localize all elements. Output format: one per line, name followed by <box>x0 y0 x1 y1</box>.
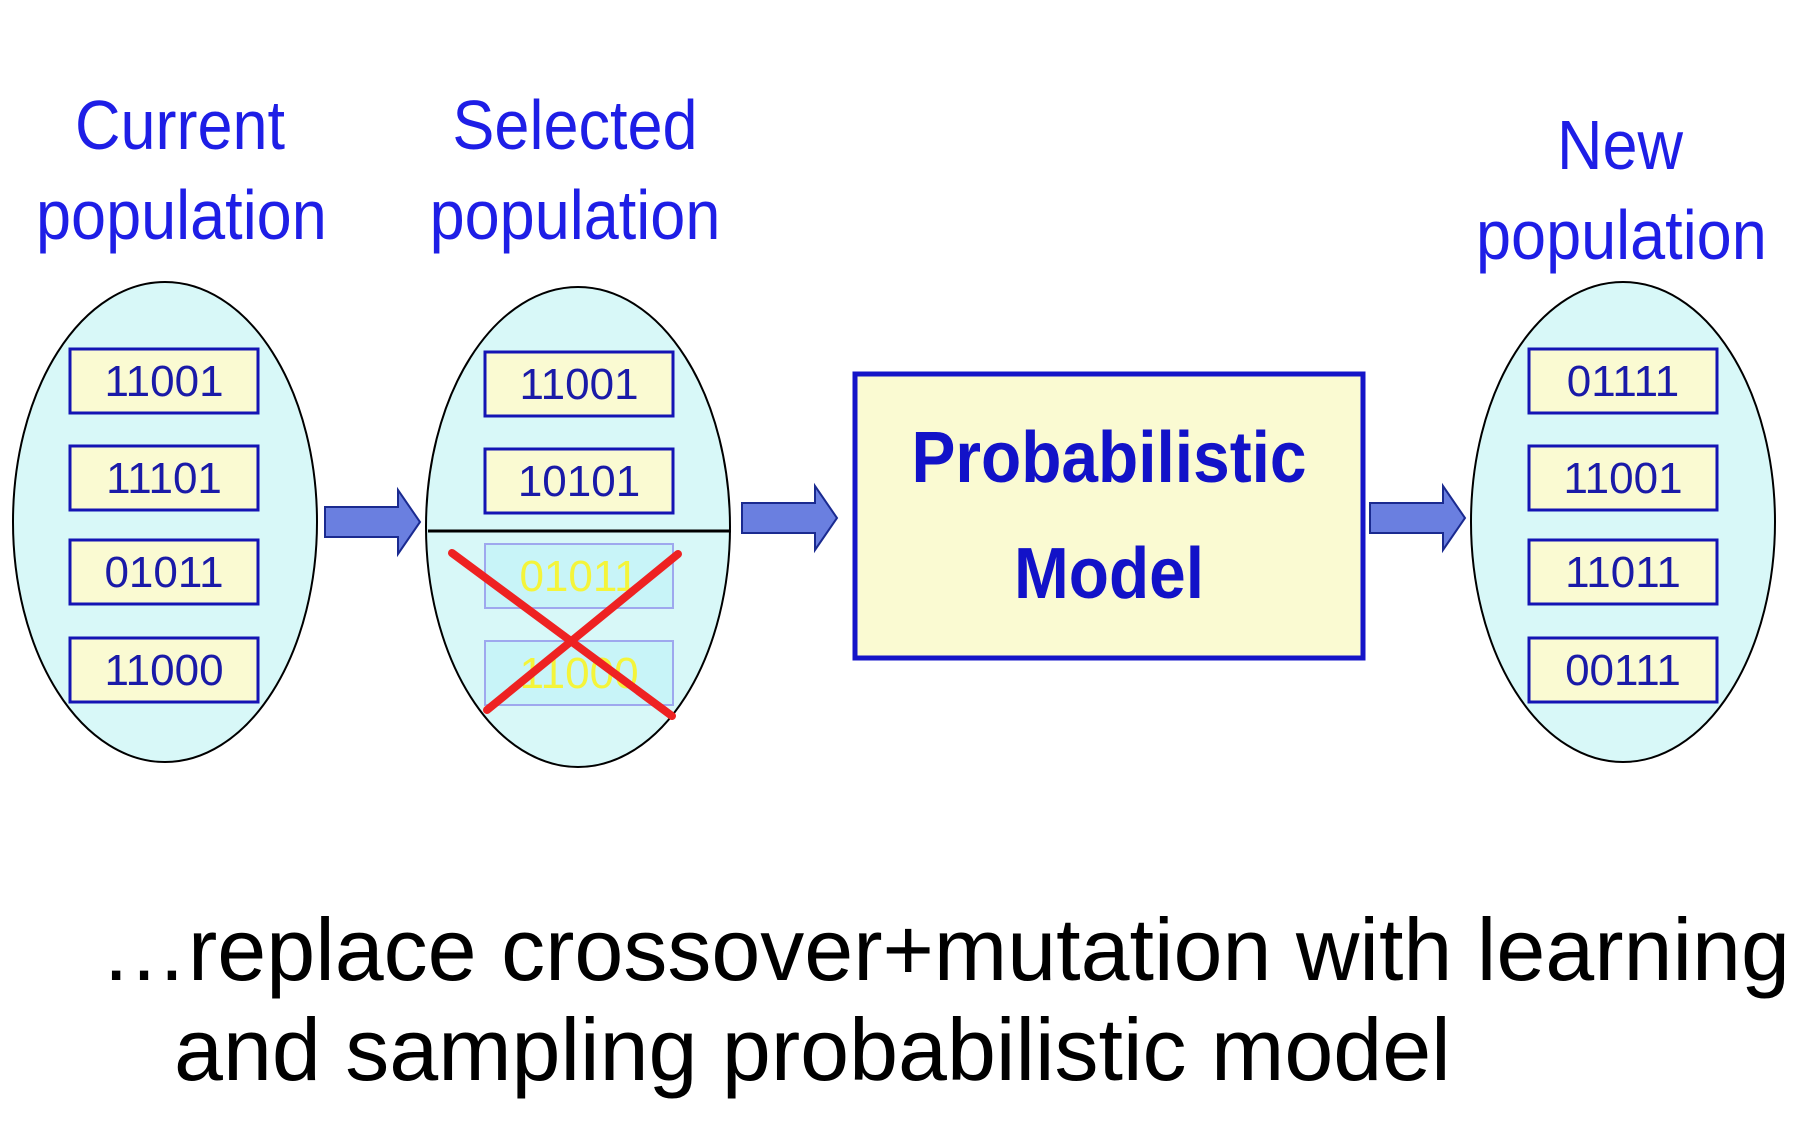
population-cell: 00111 <box>1527 636 1719 704</box>
probabilistic-model-box <box>852 371 1366 661</box>
cell-box <box>1527 444 1719 512</box>
population-cell: 11001 <box>483 350 675 418</box>
arrow-current-to-selected <box>324 486 422 558</box>
caption-line2: and sampling probabilistic model <box>174 1000 1451 1099</box>
population-cell: 11000 <box>484 640 674 706</box>
heading-current-line2: population <box>36 176 327 254</box>
cell-value: 11001 <box>1563 454 1682 503</box>
cell-box <box>1527 347 1719 415</box>
population-cell: 11011 <box>1527 538 1719 606</box>
cell-box <box>1527 636 1719 704</box>
discarded-cross-icon <box>448 549 682 720</box>
cell-value: 11001 <box>519 360 638 409</box>
population-cell: 11001 <box>68 347 260 415</box>
selected-population-cells: 11001 10101 01011 11000 <box>483 350 675 706</box>
population-cell: 01011 <box>68 538 260 606</box>
population-cell: 11000 <box>68 636 260 704</box>
population-cell: 11101 <box>68 444 260 512</box>
cell-box <box>68 538 260 606</box>
cell-value: 01011 <box>519 552 638 601</box>
current-population-cells: 11001 11101 01011 11000 <box>68 347 260 704</box>
cell-box <box>483 447 675 515</box>
arrow-model-to-new <box>1369 482 1467 554</box>
heading-selected-line1: Selected <box>452 86 698 164</box>
heading-selected-line2: population <box>429 176 721 254</box>
caption-line1: …replace crossover+mutation with learnin… <box>100 900 1790 999</box>
cell-value: 11001 <box>104 357 223 406</box>
arrow-selected-to-model <box>741 482 839 554</box>
cell-box <box>483 350 675 418</box>
cell-box <box>68 347 260 415</box>
cell-box <box>1527 538 1719 606</box>
cell-value: 11101 <box>106 454 222 503</box>
model-label-line1: Probabilistic <box>912 418 1307 498</box>
cell-value: 01111 <box>1567 357 1680 406</box>
cell-box <box>68 444 260 512</box>
new-population-cells: 01111 11001 11011 00111 <box>1527 347 1719 704</box>
heading-current-population: Current population <box>36 80 327 260</box>
heading-selected-population: Selected population <box>427 80 724 260</box>
cell-value: 10101 <box>518 457 640 506</box>
cell-value: 00111 <box>1565 646 1681 695</box>
caption: …replace crossover+mutation with learnin… <box>100 900 1790 1100</box>
heading-new-line1: New <box>1556 106 1684 184</box>
heading-new-population: New population <box>1476 100 1767 280</box>
model-label-line2: Model <box>1014 534 1204 614</box>
heading-new-line2: population <box>1476 196 1767 274</box>
population-cell: 01111 <box>1527 347 1719 415</box>
cell-value: 11000 <box>104 646 223 695</box>
population-cell: 11001 <box>1527 444 1719 512</box>
heading-current-line1: Current <box>74 86 286 164</box>
cell-value: 11011 <box>1565 548 1681 597</box>
cell-value: 01011 <box>104 548 223 597</box>
population-cell: 10101 <box>483 447 675 515</box>
cell-box <box>68 636 260 704</box>
